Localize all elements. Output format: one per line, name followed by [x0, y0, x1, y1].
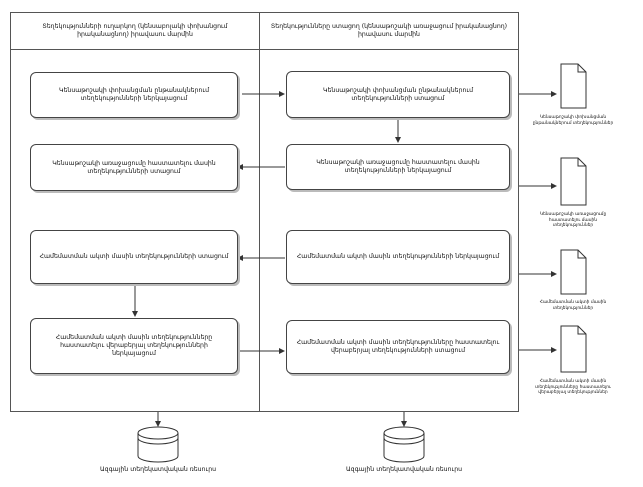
document-label: Համեմատման ակտի մասին տեղեկությունները հ…	[535, 379, 611, 395]
process-box-send-comparison-act: Համեմատման ակտի մասին տեղեկությունների ն…	[286, 230, 510, 284]
process-box-send-pension-confirmation: Կենսաթոշակի առաջացումը հաստատելու մասին …	[286, 144, 510, 190]
document-label: Կենսաթոշակի փոխանցման ընթանակներում տեղե…	[532, 115, 614, 126]
process-box-send-comparison-act-confirmation: Համեմատման ակտի մասին տեղեկությունները հ…	[30, 318, 238, 374]
document-icon	[560, 325, 587, 373]
process-box-receive-comparison-act-confirmation: Համեմատման ակտի մասին տեղեկությունները հ…	[286, 320, 510, 374]
database-icon	[383, 426, 425, 463]
database-icon	[137, 426, 179, 463]
lane-receiver-header-frame	[259, 12, 519, 50]
document-label: Կենսաթոշակի առաջացումը հաստատելու մասին …	[539, 212, 607, 228]
document-icon	[560, 249, 587, 295]
document-icon	[560, 63, 587, 109]
process-box-receive-comparison-act: Համեմատման ակտի մասին տեղեկությունների ս…	[30, 230, 238, 284]
document-label: Համեմատման ակտի մասին տեղեկություններ	[539, 300, 607, 311]
lane-sender-title: Տեղեկությունների ուղարկող (կենսաբոլակի փ…	[42, 23, 228, 38]
process-box-receive-transfer-info: Կենսաթոշակի փոխանցման ընթանակներում տեղե…	[286, 71, 510, 118]
process-box-send-transfer-info: Կենսաթոշակի փոխանցման ընթանակներում տեղե…	[30, 72, 238, 118]
database-label: Ազգային տեղեկատվական ռեսուրս	[99, 466, 217, 473]
document-icon	[560, 157, 587, 206]
lane-receiver-title: Տեղեկությունները ստացող (կենսաթոշակի առա…	[270, 23, 508, 38]
database-label: Ազգային տեղեկատվական ռեսուրս	[345, 466, 463, 473]
lane-sender-header-frame	[10, 12, 260, 50]
process-box-receive-pension-confirmation: Կենսաթոշակի առաջացումը հաստատելու մասին …	[30, 144, 238, 191]
